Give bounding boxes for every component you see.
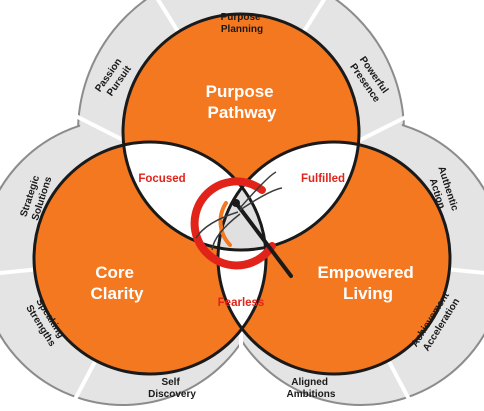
circle-label-left: Core Clarity — [91, 263, 144, 303]
ring-label-purpose-planning: Purpose Planning — [221, 12, 264, 35]
circle-label-right: Empowered Living — [317, 263, 418, 303]
circle-label-top: Purpose Pathway — [206, 82, 279, 122]
intersection-label-fearless: Fearless — [218, 297, 265, 309]
ring-label-self-discovery: Self Discovery — [148, 377, 196, 400]
intersection-label-fulfilled: Fulfilled — [301, 173, 345, 185]
ring-label-aligned-ambitions: Aligned Ambitions — [287, 377, 336, 400]
dragonfly-compass-icon — [190, 171, 293, 278]
intersection-top-left — [123, 142, 266, 250]
intersection-top-right — [218, 142, 359, 250]
intersection-label-focused: Focused — [138, 173, 185, 185]
